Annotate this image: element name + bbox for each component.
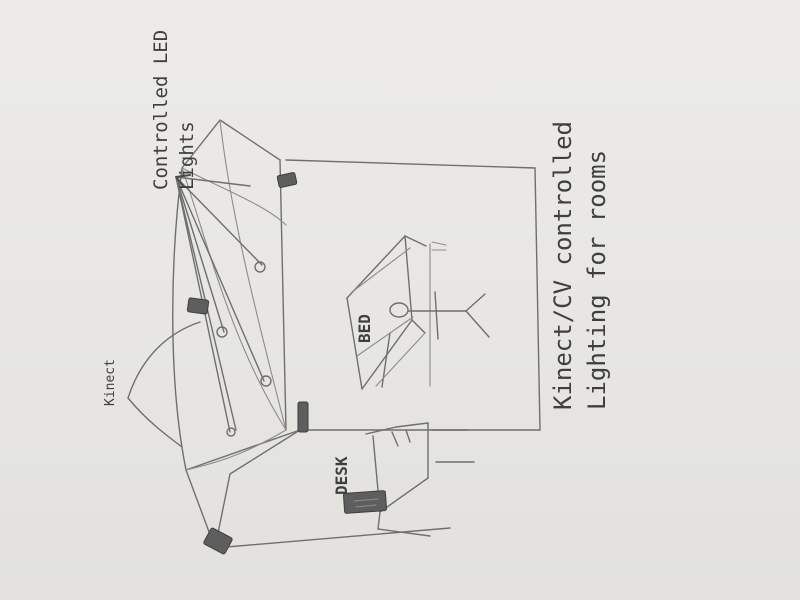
kinect-field [127, 321, 201, 448]
title-line-1: Kinect/CV controlled [549, 121, 577, 410]
arrow-icon [175, 174, 191, 188]
bed-area [346, 235, 447, 390]
desk-area [342, 422, 475, 537]
kinect-label: Kinect [103, 359, 118, 406]
controlled-led-lights-line1: Controlled LED [150, 29, 172, 190]
light-fixture-icon [186, 297, 210, 315]
room-outline [172, 119, 541, 549]
light-fixtures [186, 172, 309, 555]
light-fixture-icon [297, 401, 309, 433]
person-icon [389, 291, 490, 340]
bed-label: BED [355, 314, 374, 343]
light-fixture-icon [276, 172, 298, 188]
monitor-icon [342, 490, 388, 514]
light-fixture-icon [203, 527, 233, 555]
title-line-2: Lighting for rooms [583, 149, 611, 410]
desk-label: DESK [332, 456, 351, 495]
sketch-title: Kinect/CV controlled Lighting for rooms [546, 121, 614, 410]
controlled-led-lights-line2: Lights [176, 121, 198, 190]
controlled-led-lights-label: Controlled LED Lights [148, 30, 200, 190]
